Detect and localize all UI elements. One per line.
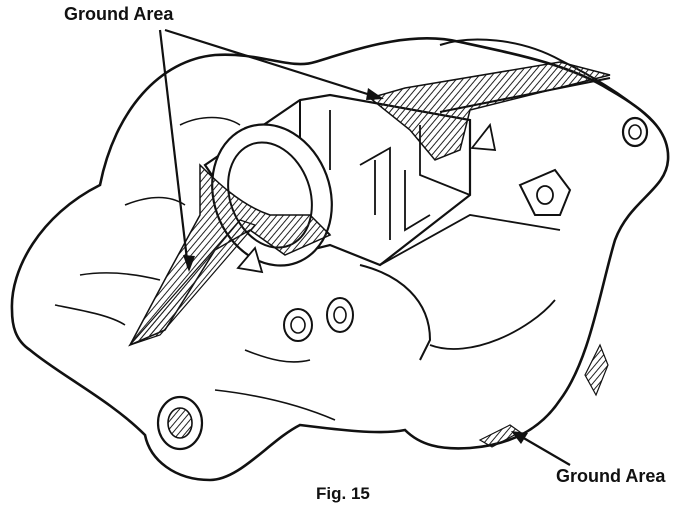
bottom-contour-1 bbox=[214, 389, 336, 421]
ground-area-label-top: Ground Area bbox=[64, 4, 174, 24]
ground-area-lower-right bbox=[584, 343, 609, 397]
bottom-contour-2 bbox=[244, 349, 311, 363]
arrowhead-top-2 bbox=[183, 255, 195, 272]
caliper-body-outline bbox=[10, 37, 670, 482]
figure-caption: Fig. 15 bbox=[316, 484, 370, 503]
bolt-hole-center-left bbox=[283, 308, 313, 342]
upper-right-boss bbox=[439, 38, 661, 131]
bolt-hole-center-right-inner bbox=[333, 306, 347, 324]
leader-line-top-2 bbox=[158, 29, 190, 269]
leader-line-top-1 bbox=[164, 28, 381, 100]
cavity-inner-step bbox=[329, 110, 431, 240]
mounting-ear-right bbox=[518, 168, 572, 216]
arrowhead-bottom bbox=[511, 431, 528, 444]
left-edge-strip bbox=[128, 219, 257, 347]
ground-area-top bbox=[368, 61, 611, 161]
bleeder-hole-right-inner bbox=[628, 124, 642, 140]
lower-right-fold bbox=[429, 299, 556, 350]
lower-housing-edge bbox=[359, 264, 432, 361]
bolt-hole-center-right bbox=[326, 297, 354, 333]
left-lobe-line-1 bbox=[54, 304, 126, 326]
ground-area-top-edge bbox=[439, 77, 611, 113]
left-lobe-line-2 bbox=[79, 272, 161, 281]
mounting-ear-hole bbox=[536, 185, 554, 205]
bleeder-hole-right bbox=[621, 116, 649, 148]
upper-left-lobe-line bbox=[179, 116, 241, 126]
pad-clip-lower bbox=[236, 246, 264, 274]
ground-area-label-bottom: Ground Area bbox=[556, 466, 666, 486]
lower-step-line bbox=[379, 214, 561, 266]
ground-area-lower-right-2 bbox=[478, 424, 522, 448]
bolt-hole-center-left-inner bbox=[290, 316, 306, 334]
arrowhead-top-1 bbox=[366, 88, 384, 100]
pad-clip-upper bbox=[470, 122, 497, 152]
threaded-hole-bottom-inner bbox=[167, 407, 193, 439]
